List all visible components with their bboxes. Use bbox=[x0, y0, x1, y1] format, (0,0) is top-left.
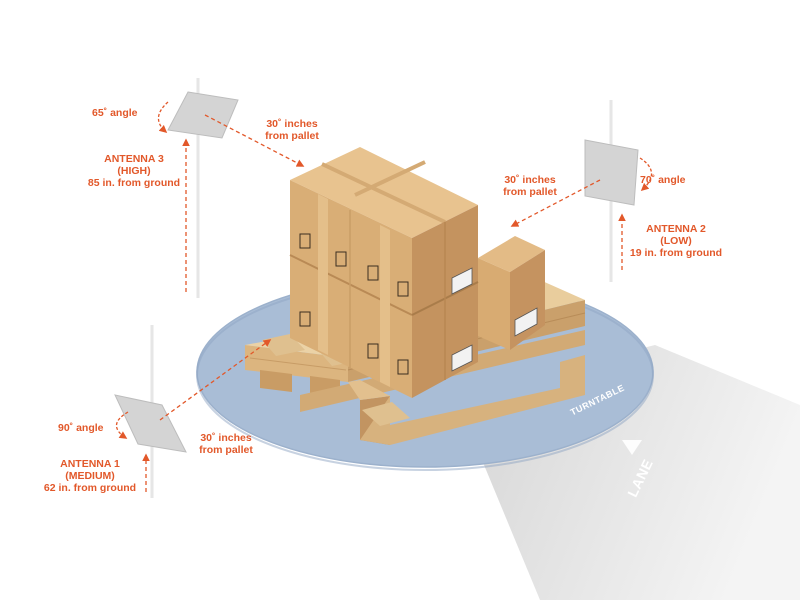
antenna-3-name: ANTENNA 3 bbox=[104, 153, 164, 165]
antenna-1-panel bbox=[114, 394, 187, 453]
antenna-3-ground: 85 in. from ground bbox=[87, 177, 181, 189]
antenna-1-title: ANTENNA 1 (MEDIUM) 62 in. from ground bbox=[40, 458, 140, 494]
antenna-2-angle: 70˚ angle bbox=[640, 174, 686, 186]
antenna-2 bbox=[510, 100, 653, 282]
antenna-3-distance-value: 30˚ inches bbox=[266, 118, 318, 130]
antenna-2-name: ANTENNA 2 bbox=[646, 223, 706, 235]
antenna-3 bbox=[157, 78, 305, 298]
antenna-1-distance-suffix: from pallet bbox=[199, 444, 253, 456]
antenna-3-distance: 30˚ inches from pallet bbox=[252, 118, 332, 142]
antenna-3-panel bbox=[167, 91, 239, 139]
antenna-1-distance-value: 30˚ inches bbox=[200, 432, 252, 444]
antenna-2-ground: 19 in. from ground bbox=[629, 247, 723, 259]
antenna-3-angle: 65˚ angle bbox=[92, 107, 138, 119]
antenna-2-title: ANTENNA 2 (LOW) 19 in. from ground bbox=[616, 223, 736, 259]
antenna-1-angle: 90˚ angle bbox=[58, 422, 104, 434]
antenna-1 bbox=[114, 325, 272, 498]
box-stack bbox=[289, 147, 545, 398]
antenna-3-height: (HIGH) bbox=[117, 165, 151, 177]
antenna-1-ground: 62 in. from ground bbox=[43, 482, 137, 494]
lane-arrow-icon bbox=[622, 440, 642, 455]
antenna-2-height: (LOW) bbox=[660, 235, 692, 247]
antenna-3-title: ANTENNA 3 (HIGH) 85 in. from ground bbox=[84, 153, 184, 189]
antenna-2-panel bbox=[584, 139, 639, 206]
antenna-1-height: (MEDIUM) bbox=[65, 470, 115, 482]
antenna-1-distance: 30˚ inches from pallet bbox=[186, 432, 266, 456]
antenna-2-distance-value: 30˚ inches bbox=[504, 174, 556, 186]
antenna-1-name: ANTENNA 1 bbox=[60, 458, 120, 470]
antenna-2-distance: 30˚ inches from pallet bbox=[490, 174, 570, 198]
antenna-2-distance-suffix: from pallet bbox=[503, 186, 557, 198]
antenna-3-distance-suffix: from pallet bbox=[265, 130, 319, 142]
